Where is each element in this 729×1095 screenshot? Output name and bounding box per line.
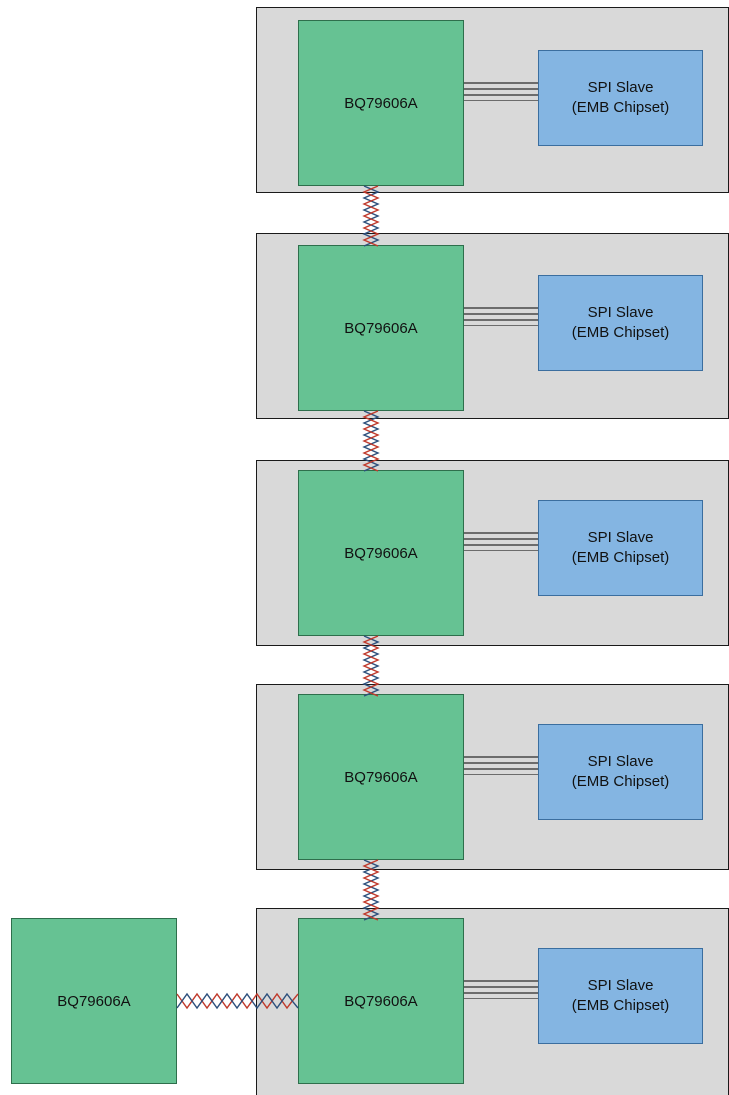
spi-bus-2	[464, 307, 538, 326]
spi-chipset-label: (EMB Chipset)	[571, 997, 670, 1014]
spi-chipset-label: (EMB Chipset)	[571, 773, 670, 790]
spi-bus-3	[464, 532, 538, 551]
twisted-pair-2-3	[362, 410, 380, 472]
bq79606a-chip-5: BQ79606A	[298, 918, 464, 1084]
spi-slave-box-3: SPI Slave (EMB Chipset)	[538, 500, 703, 596]
spi-chipset-label: (EMB Chipset)	[571, 549, 670, 566]
spi-slave-box-5: SPI Slave (EMB Chipset)	[538, 948, 703, 1044]
spi-slave-box-4: SPI Slave (EMB Chipset)	[538, 724, 703, 820]
twisted-pair-1-2	[362, 185, 380, 247]
twisted-pair-4-5	[362, 859, 380, 921]
spi-slave-label: SPI Slave	[587, 977, 654, 994]
spi-slave-box-1: SPI Slave (EMB Chipset)	[538, 50, 703, 146]
spi-chipset-label: (EMB Chipset)	[571, 99, 670, 116]
spi-slave-label: SPI Slave	[587, 304, 654, 321]
host-bq79606a-chip: BQ79606A	[11, 918, 177, 1084]
twisted-pair-3-4	[362, 635, 380, 697]
spi-bus-1	[464, 82, 538, 101]
spi-bus-5	[464, 980, 538, 999]
spi-slave-label: SPI Slave	[587, 529, 654, 546]
spi-slave-label: SPI Slave	[587, 753, 654, 770]
bq79606a-chip-4: BQ79606A	[298, 694, 464, 860]
spi-slave-label: SPI Slave	[587, 79, 654, 96]
spi-slave-box-2: SPI Slave (EMB Chipset)	[538, 275, 703, 371]
twisted-pair-host	[176, 992, 299, 1010]
bq79606a-chip-2: BQ79606A	[298, 245, 464, 411]
bq79606a-chip-3: BQ79606A	[298, 470, 464, 636]
bq79606a-chip-1: BQ79606A	[298, 20, 464, 186]
spi-chipset-label: (EMB Chipset)	[571, 324, 670, 341]
spi-bus-4	[464, 756, 538, 775]
